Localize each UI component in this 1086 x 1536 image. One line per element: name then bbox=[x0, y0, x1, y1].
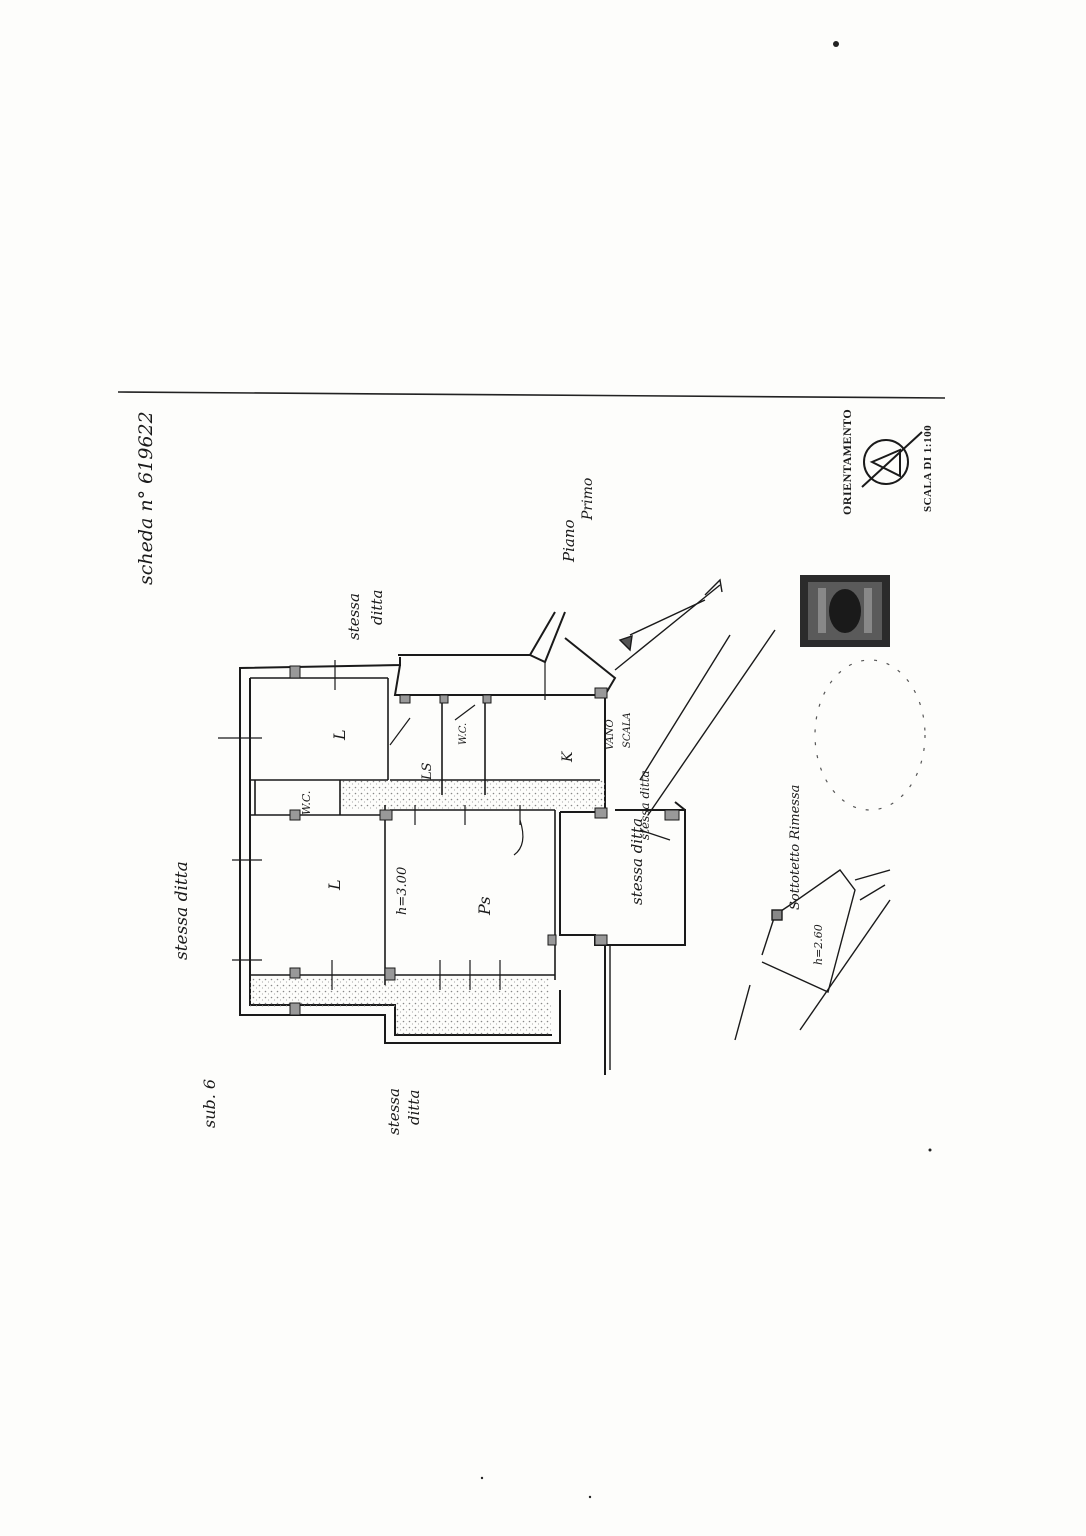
stair-label-line2: SCALA bbox=[622, 712, 633, 748]
frame-line bbox=[117, 391, 946, 399]
card-number-label: scheda n° 619622 bbox=[135, 411, 157, 585]
neighbor-left-label: stessa ditta bbox=[172, 861, 192, 960]
floor-label-line2: Primo bbox=[580, 477, 596, 520]
room-kitchen-label: K bbox=[560, 751, 576, 762]
neighbor-stair-label: stessa ditta bbox=[638, 770, 652, 840]
paper-specks bbox=[480, 41, 932, 1499]
neighbor-bottom-line1: stessa bbox=[385, 1088, 403, 1135]
neighbor-top-line1: stessa bbox=[345, 593, 363, 640]
room-soggiorno-label: Ps bbox=[475, 896, 494, 915]
room-ls-label: LS bbox=[420, 762, 435, 780]
round-stamp bbox=[814, 659, 926, 811]
wall-pillars bbox=[289, 665, 680, 1016]
hatched-areas bbox=[250, 780, 605, 1035]
room-wc1-label: W.C. bbox=[300, 790, 313, 815]
basement-sketch bbox=[734, 869, 891, 1041]
room-letto1-label: L bbox=[330, 729, 349, 740]
neighbor-top-line2: ditta bbox=[368, 589, 386, 625]
room-height-label: h=3.00 bbox=[395, 866, 410, 915]
revenue-stamp bbox=[800, 575, 890, 647]
stair-label-line1: VANO bbox=[605, 719, 616, 750]
room-letto2-label: L bbox=[325, 879, 344, 890]
floor-label-line1: Piano bbox=[560, 519, 578, 562]
openings bbox=[218, 660, 671, 990]
orientation-label: ORIENTAMENTO bbox=[840, 408, 854, 515]
basement-height-label: h=2.60 bbox=[812, 924, 825, 965]
basement-label: Sottotetto Rimessa bbox=[788, 784, 803, 910]
interior-walls bbox=[250, 677, 600, 985]
room-wc2-label: W.C. bbox=[458, 722, 469, 745]
neighbor-bottom-line2: ditta bbox=[405, 1089, 423, 1125]
scale-label: SCALA DI 1:100 bbox=[922, 424, 934, 512]
compass-icon bbox=[861, 431, 923, 488]
sub-label: sub. 6 bbox=[200, 1078, 219, 1128]
stair-lines bbox=[609, 578, 776, 1070]
